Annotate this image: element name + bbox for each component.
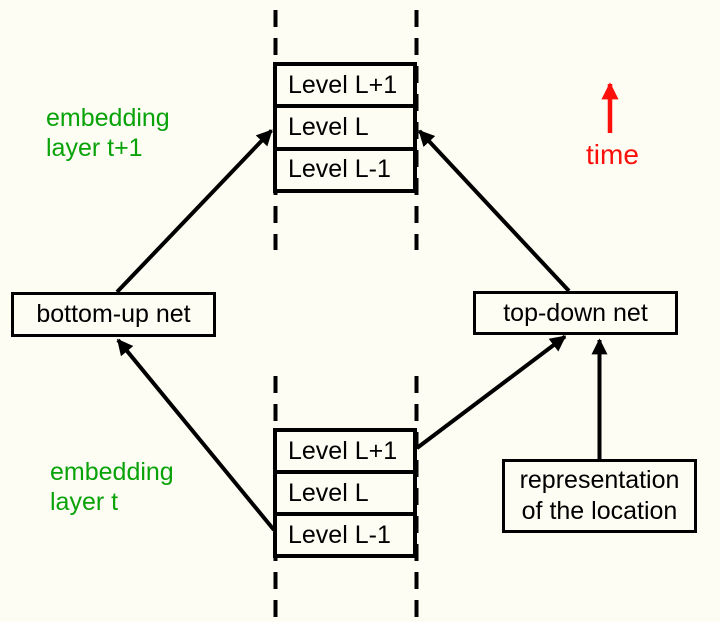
top-down-net-label: top-down net <box>503 298 648 327</box>
level-row: Level L+1 <box>277 432 413 470</box>
representation-label-line1: representation <box>519 466 680 494</box>
arrow-bottom-up-net-to-level-l-t1 <box>115 129 273 294</box>
embedding-stack-t: Level L+1 Level L Level L-1 <box>273 428 417 558</box>
level-row: Level L+1 <box>277 66 413 104</box>
level-label: Level L <box>288 112 369 141</box>
representation-label-line2: of the location <box>521 497 678 525</box>
annotation-line: layer t <box>50 488 119 516</box>
time-annotation: time <box>586 139 639 170</box>
top-down-net-box: top-down net <box>473 291 678 335</box>
embedding-layer-t-plus-1-annotation: embedding layer t+1 <box>46 103 170 163</box>
arrow-top-down-net-to-level-l-t1 <box>418 129 571 293</box>
embedding-stack-t-plus-1: Level L+1 Level L Level L-1 <box>273 62 417 193</box>
level-label: Level L+1 <box>288 436 398 465</box>
annotation-line: embedding <box>50 458 174 486</box>
representation-of-location-box: representation of the location <box>502 459 697 533</box>
level-label: Level L-1 <box>288 520 391 549</box>
level-label: Level L-1 <box>288 155 391 184</box>
embedding-layer-t-annotation: embedding layer t <box>50 457 174 517</box>
bottom-up-net-box: bottom-up net <box>11 292 216 337</box>
level-row: Level L <box>277 470 413 512</box>
level-label: Level L <box>288 478 369 507</box>
arrow-level-l+1-t-to-top-down-net <box>415 334 567 450</box>
level-label: Level L+1 <box>288 70 398 99</box>
bottom-up-net-label: bottom-up net <box>36 300 191 328</box>
annotation-line: embedding <box>46 104 170 132</box>
annotation-line: layer t+1 <box>46 134 143 162</box>
level-row: Level L-1 <box>277 146 413 189</box>
level-row: Level L <box>277 104 413 146</box>
arrow-level-l-1-t-to-bottom-up-net <box>116 338 276 532</box>
level-row: Level L-1 <box>277 512 413 554</box>
